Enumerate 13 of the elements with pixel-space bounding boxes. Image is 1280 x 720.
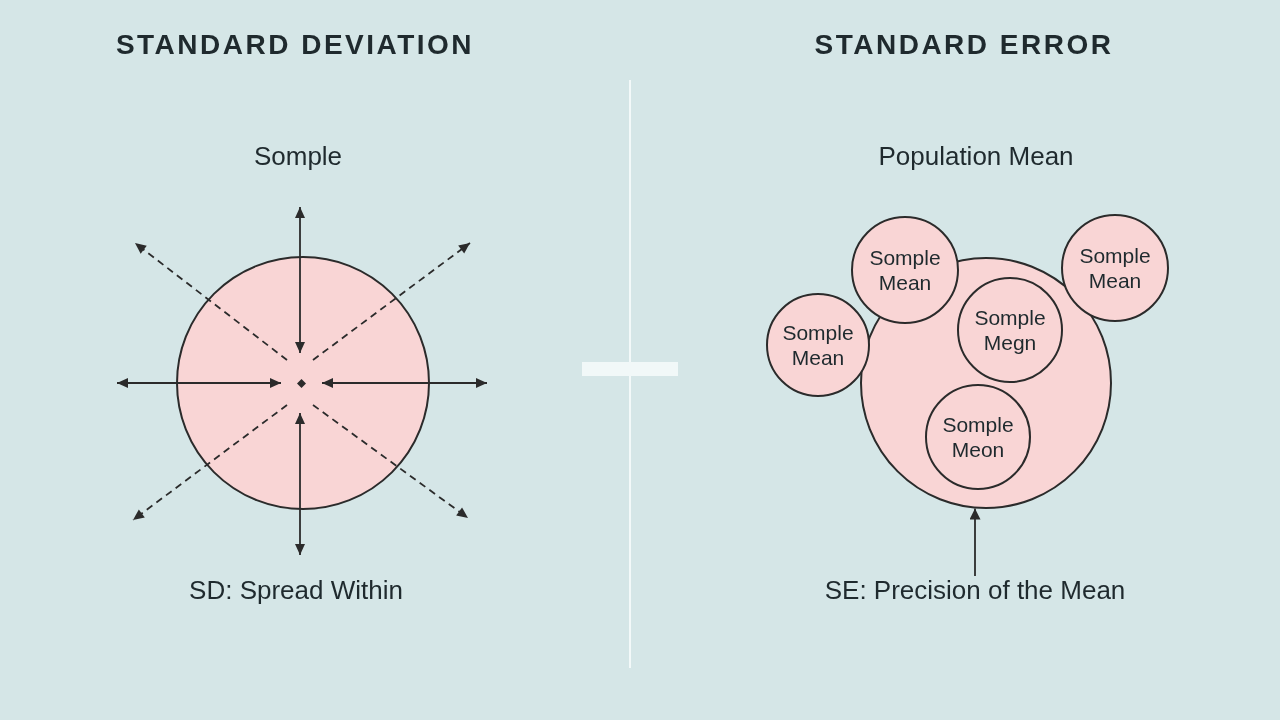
diagram-label: Population Mean [878, 142, 1074, 172]
circle-label: Somple Megn [974, 304, 1046, 356]
circle-label: Somple Meon [942, 411, 1014, 463]
panel-title: STANDARD ERROR [814, 28, 1114, 62]
caption-text: SD: Spread Within [189, 576, 403, 606]
panel-title: STANDARD DEVIATION [115, 28, 475, 62]
sample-mean-circle [957, 277, 1063, 383]
diagram-label: Somple [253, 142, 343, 172]
circle-label: Somple Mean [869, 244, 941, 296]
caption-text: SE: Precision of the Mean [824, 576, 1126, 606]
circle-label: Somple Mean [782, 319, 854, 371]
circle-label: Somple Mean [1079, 242, 1151, 294]
arrow [969, 507, 981, 577]
